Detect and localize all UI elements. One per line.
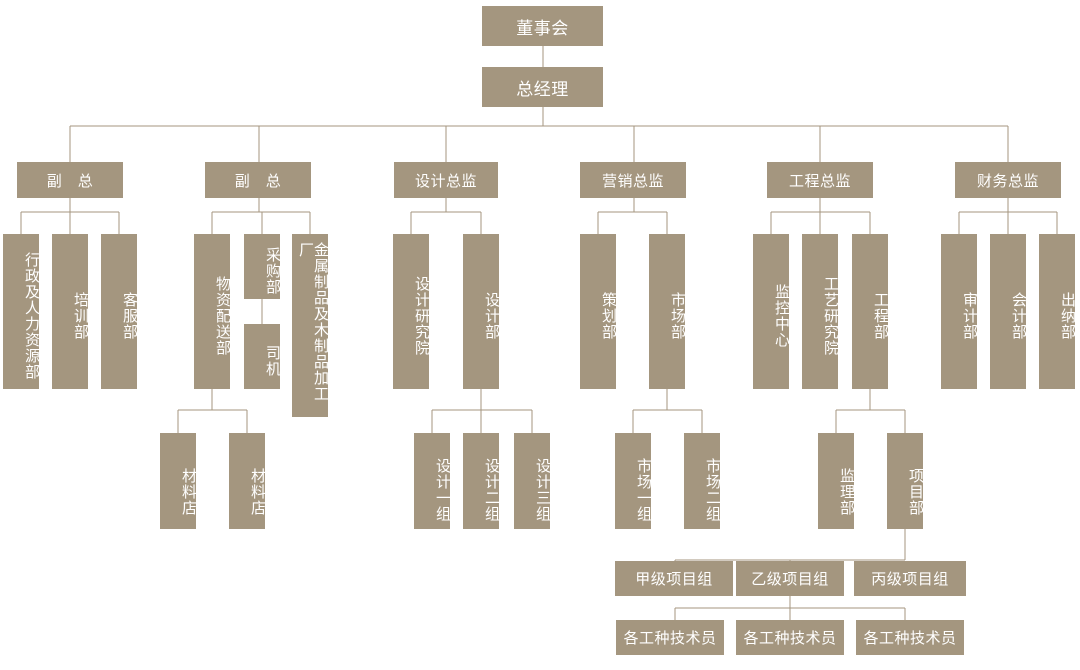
material-store-2-box: 材料店 xyxy=(229,433,267,529)
design-institute-box: 设计研究院 xyxy=(393,234,431,389)
driver-box: 司机 xyxy=(244,324,282,389)
engineering-dept-box: 工程部 xyxy=(852,234,890,389)
monitoring-center-box: 监控中心 xyxy=(753,234,791,389)
project-group-a-box: 甲级项目组 xyxy=(615,561,733,596)
planning-dept-box: 策划部 xyxy=(580,234,618,389)
engineering-director-box: 工程总监 xyxy=(767,162,873,198)
board-box: 董事会 xyxy=(482,6,603,46)
training-dept-box: 培训部 xyxy=(52,234,90,389)
marketing-director-box: 营销总监 xyxy=(580,162,686,198)
metal-wood-factory-box: 金属制品及木制品加工厂 xyxy=(292,234,330,417)
admin-hr-dept-box: 行政及人力资源部 xyxy=(3,234,41,389)
purchasing-dept-box: 采购部 xyxy=(244,234,282,299)
project-group-b-box: 乙级项目组 xyxy=(736,561,844,596)
market-group-1-box: 市场一组 xyxy=(615,433,653,529)
material-store-1-box: 材料店 xyxy=(160,433,198,529)
design-group-3-box: 设计三组 xyxy=(514,433,552,529)
project-dept-box: 项目部 xyxy=(887,433,925,529)
general-manager-box: 总经理 xyxy=(482,67,603,107)
supervision-dept-box: 监理部 xyxy=(818,433,856,529)
vice-president-2-box: 副 总 xyxy=(205,162,311,198)
accounting-dept-box: 会计部 xyxy=(990,234,1028,389)
cashier-dept-box: 出纳部 xyxy=(1039,234,1077,389)
design-group-1-box: 设计一组 xyxy=(414,433,452,529)
process-institute-box: 工艺研究院 xyxy=(802,234,840,389)
technician-1-box: 各工种技术员 xyxy=(616,620,724,655)
technician-3-box: 各工种技术员 xyxy=(856,620,964,655)
technician-2-box: 各工种技术员 xyxy=(736,620,844,655)
market-group-2-box: 市场二组 xyxy=(684,433,722,529)
market-dept-box: 市场部 xyxy=(649,234,687,389)
materials-delivery-dept-box: 物资配送部 xyxy=(194,234,232,389)
vice-president-1-box: 副 总 xyxy=(17,162,123,198)
finance-director-box: 财务总监 xyxy=(955,162,1061,198)
design-director-box: 设计总监 xyxy=(394,162,498,198)
design-dept-box: 设计部 xyxy=(463,234,501,389)
project-group-c-box: 丙级项目组 xyxy=(854,561,966,596)
audit-dept-box: 审计部 xyxy=(941,234,979,389)
design-group-2-box: 设计二组 xyxy=(463,433,501,529)
customer-service-dept-box: 客服部 xyxy=(101,234,139,389)
